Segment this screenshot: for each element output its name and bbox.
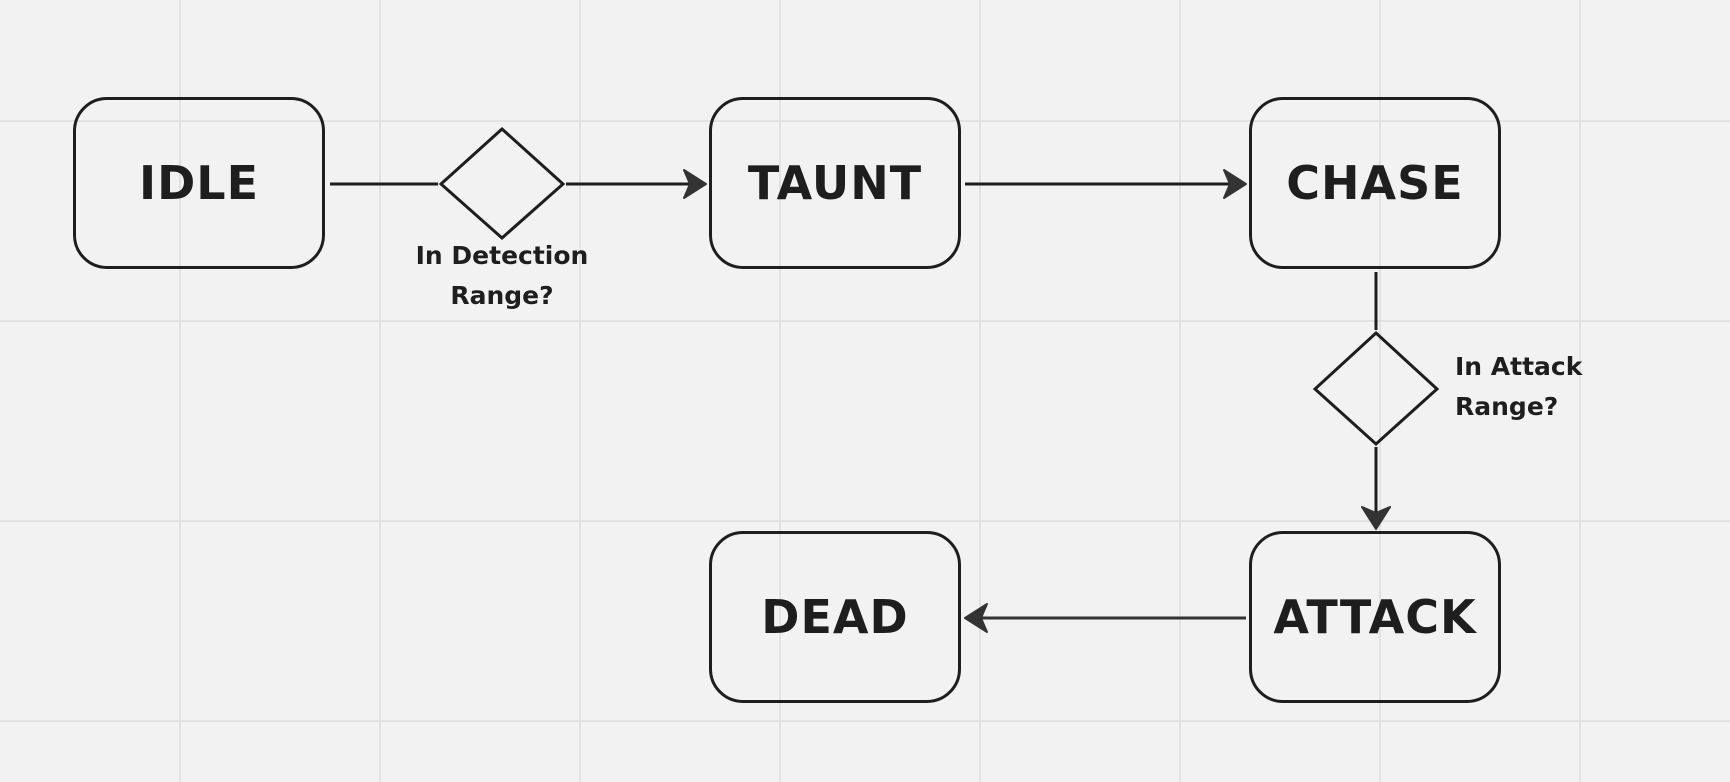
arrowhead-icon — [964, 603, 988, 633]
arrowhead-icon — [1223, 169, 1247, 199]
arrowhead-icon — [683, 169, 707, 199]
state-label-dead: DEAD — [761, 590, 909, 644]
state-node-attack[interactable]: ATTACK — [1249, 531, 1501, 703]
state-node-chase[interactable]: CHASE — [1249, 97, 1501, 269]
decision-label-detection: In Detection Range? — [402, 236, 602, 316]
state-node-idle[interactable]: IDLE — [73, 97, 325, 269]
decision-label-detection-line2: Range? — [450, 281, 554, 310]
state-label-attack: ATTACK — [1273, 590, 1477, 644]
decision-diamond-detection[interactable] — [438, 126, 566, 241]
arrowhead-icon — [1361, 506, 1391, 530]
state-label-taunt: TAUNT — [747, 156, 923, 210]
state-node-dead[interactable]: DEAD — [709, 531, 961, 703]
state-label-chase: CHASE — [1286, 156, 1464, 210]
decision-diamond-attack[interactable] — [1312, 330, 1440, 447]
decision-label-attack: In Attack Range? — [1455, 347, 1582, 427]
decision-label-attack-line2: Range? — [1455, 392, 1559, 421]
state-label-idle: IDLE — [138, 156, 260, 210]
decision-label-detection-line1: In Detection — [415, 241, 589, 270]
decision-label-attack-line1: In Attack — [1455, 352, 1583, 381]
state-node-taunt[interactable]: TAUNT — [709, 97, 961, 269]
